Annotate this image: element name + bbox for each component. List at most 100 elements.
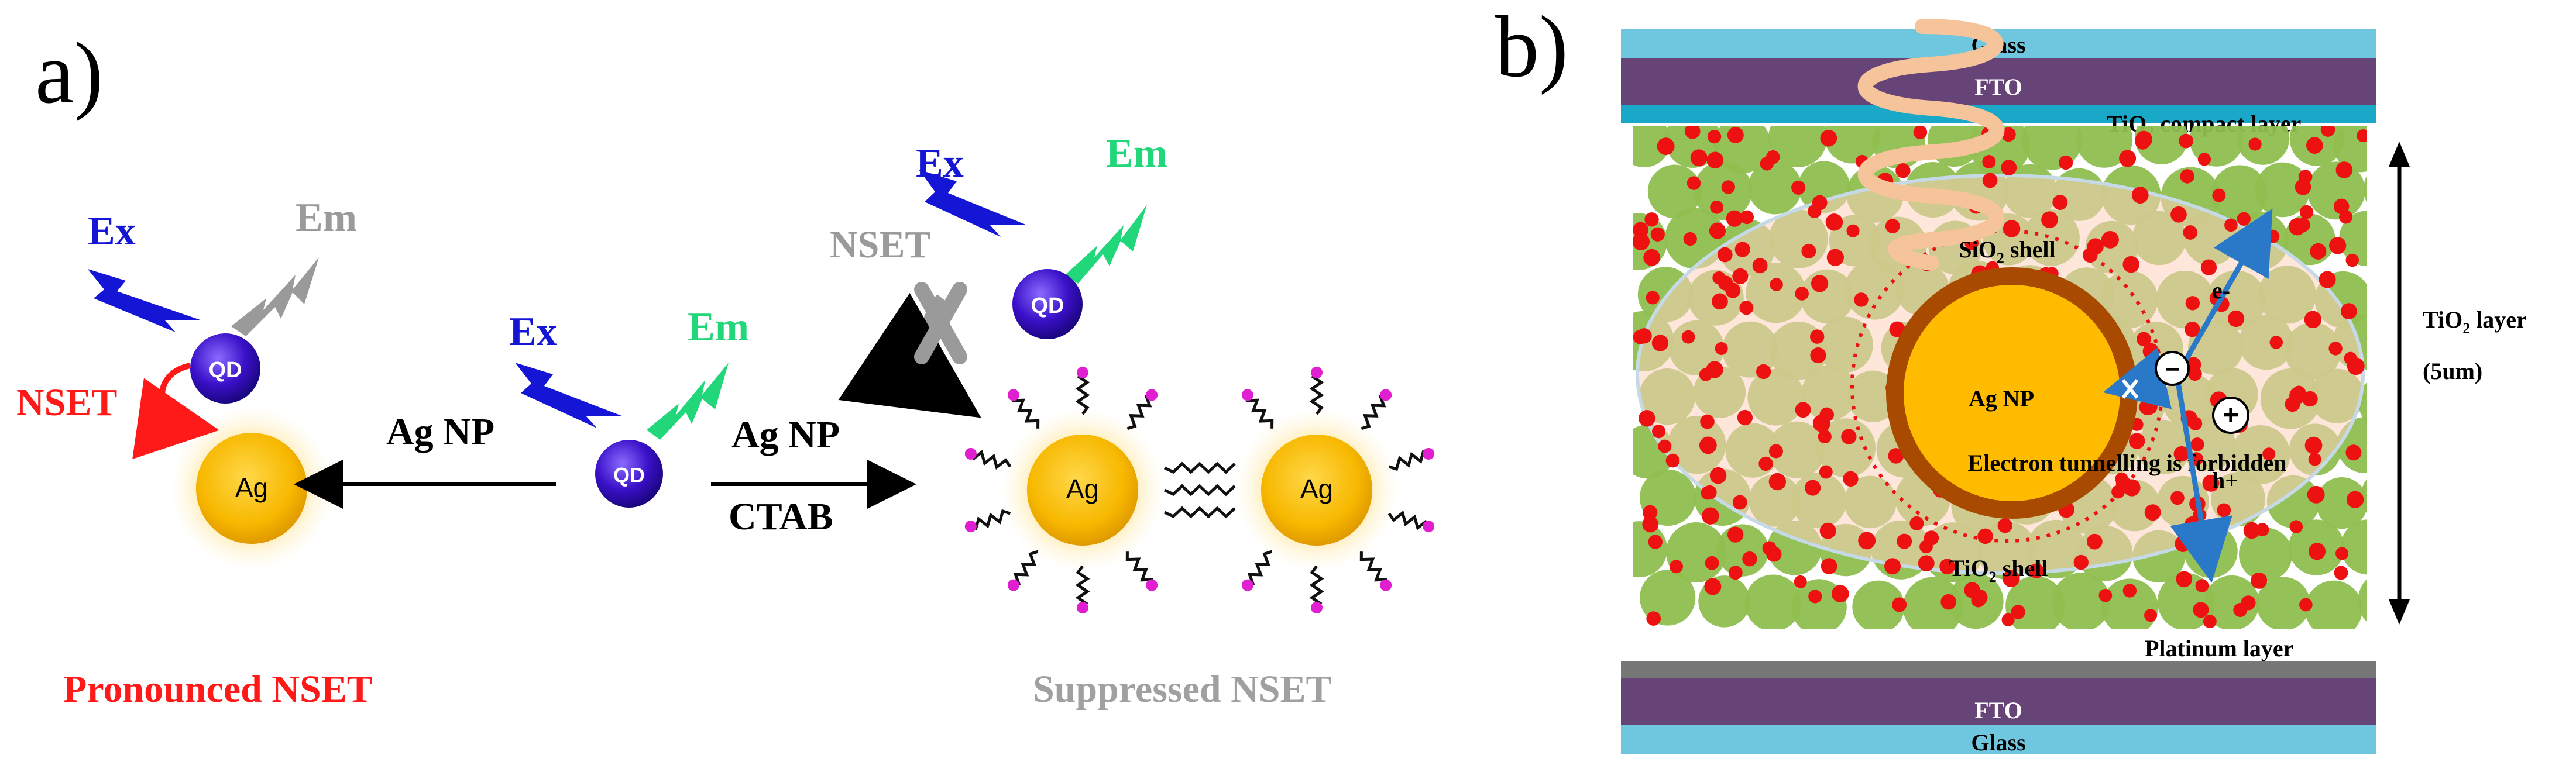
ligand-head	[1007, 389, 1019, 401]
dye-dot	[1740, 210, 1754, 225]
tio2-particle	[2051, 573, 2111, 629]
em-label: Em	[296, 195, 357, 240]
nset-label: NSET	[16, 381, 117, 424]
dye-dot	[2299, 205, 2314, 219]
dye-dot	[2212, 188, 2226, 202]
dye-dot	[1982, 154, 1996, 168]
ligand-head	[1380, 579, 1392, 591]
dye-dot	[2262, 447, 2276, 461]
dye-dot	[1726, 210, 1743, 227]
dye-dot	[2243, 522, 2261, 539]
dye-dot	[1924, 530, 1939, 546]
dye-dot	[2189, 416, 2203, 430]
dye-dot	[1643, 505, 1658, 521]
dye-dot	[2319, 271, 2336, 288]
em-lightning-icon	[1065, 205, 1147, 284]
tio2-particle	[2307, 161, 2365, 220]
tunnelling-label: Electron tunnelling is forbidden	[1968, 450, 2287, 476]
ligand-chain	[1245, 398, 1274, 429]
ligand-chain	[1163, 461, 1236, 474]
dye-dot	[2237, 212, 2251, 226]
dye-dot	[2345, 444, 2362, 461]
dye-dot	[1705, 556, 1719, 570]
dye-dot	[1977, 528, 1993, 544]
dye-dot	[2180, 169, 2194, 184]
ligand-chain	[974, 509, 1011, 530]
ag-label-1: Ag	[1066, 474, 1099, 504]
tio2-particle	[1633, 126, 1671, 168]
dye-dot	[1684, 126, 1701, 139]
tio2-layer-label: TiO2 layer	[2423, 306, 2527, 337]
dye-dot	[1727, 126, 1744, 143]
ag-particle	[1027, 435, 1138, 546]
dye-dot	[1805, 480, 1821, 496]
tio2-particle	[1852, 580, 1905, 629]
dye-dot	[2266, 229, 2280, 243]
dye-dot	[1727, 526, 1744, 543]
dye-dot	[1702, 485, 1717, 500]
glass-bottom-label: Glass	[1971, 729, 2025, 756]
dye-dot	[1768, 444, 1784, 459]
dye-dot	[2098, 588, 2113, 602]
ligand-chain	[1075, 565, 1090, 606]
dye-dot	[2310, 243, 2327, 260]
hole-arrow	[2170, 375, 2232, 583]
dye-dot	[1939, 559, 1956, 575]
dye-dot	[1843, 471, 1859, 487]
dye-dot	[2029, 563, 2044, 579]
qd-label: QD	[1031, 294, 1064, 318]
tio2-particle	[2238, 528, 2293, 581]
ligand-chain	[1011, 398, 1040, 429]
dye-dot	[1766, 150, 1780, 164]
ligand-chain	[1163, 484, 1236, 497]
dye-dot	[1801, 243, 1816, 258]
dye-dot	[2176, 571, 2193, 588]
dye-dot	[1811, 275, 1829, 292]
dye-dot	[1702, 507, 1719, 525]
dye-dot	[2001, 127, 2016, 142]
dye-dot	[2190, 437, 2204, 451]
dye-dot	[1819, 522, 1836, 539]
dye-dot	[2302, 391, 2318, 407]
tio2-shell-label: TiO2 shell	[1949, 555, 2048, 585]
dye-dot	[2304, 311, 2322, 329]
dye-dot	[1895, 163, 1911, 178]
dye-dot	[1646, 611, 1661, 626]
dye-dot	[2202, 474, 2220, 492]
dye-dot	[2308, 453, 2321, 466]
dye-dot	[2307, 485, 2325, 504]
ligand-head	[1241, 389, 1253, 401]
tio2-particle	[2256, 577, 2310, 629]
dye-dot	[2227, 310, 2245, 328]
dye-dot	[2001, 613, 2015, 626]
dye-dot	[1841, 429, 1857, 444]
dye-dot	[1643, 249, 1661, 266]
arrow-right-top-label: Ag NP	[731, 413, 840, 456]
dye-dot	[2224, 218, 2238, 232]
dye-dot	[2179, 133, 2193, 149]
dye-dot	[2122, 584, 2137, 598]
dye-dot	[1646, 291, 1660, 305]
em-lightning-icon	[647, 363, 729, 440]
fto-top-layer	[1621, 58, 2376, 105]
tio2-particle	[2361, 478, 2367, 514]
dye-dot	[1650, 227, 1665, 242]
dye-dot	[2175, 535, 2192, 552]
tio2-particle	[2364, 175, 2367, 204]
dye-dots	[1633, 126, 2367, 629]
dye-dot	[1721, 180, 1736, 194]
ex-lightning-icon	[515, 363, 623, 428]
fto-bottom-label: FTO	[1974, 697, 2022, 723]
dye-dot	[2101, 230, 2119, 249]
tio2-particle	[1902, 577, 1963, 629]
ligand-chain	[1309, 374, 1324, 415]
ligand-head	[1146, 389, 1158, 401]
platinum-layer	[1621, 661, 2376, 678]
tio2-particle	[2255, 162, 2310, 218]
arrow-left-label: Ag NP	[386, 411, 494, 453]
ligand-head	[964, 447, 977, 460]
tio2-particle	[1748, 160, 1802, 215]
dye-dot	[2185, 322, 2200, 337]
nset-label: NSET	[830, 223, 930, 266]
panel-b-label: b)	[1495, 0, 1568, 95]
